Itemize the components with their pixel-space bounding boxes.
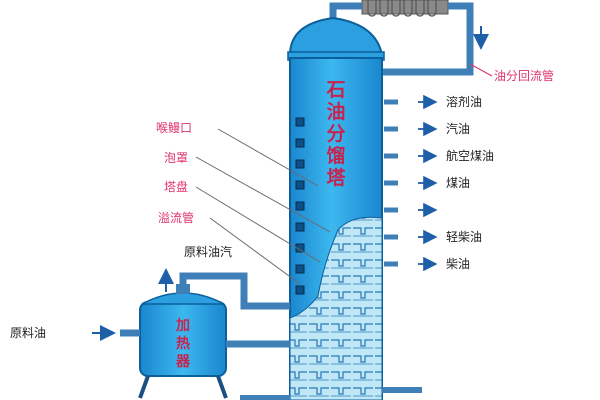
overflow-pipe-label: 溢流管 bbox=[158, 210, 194, 225]
tower-label-char: 油 bbox=[326, 101, 345, 123]
product-label: 柴油 bbox=[446, 257, 470, 271]
leader-lines bbox=[195, 128, 331, 285]
tower-label-char: 石 bbox=[325, 79, 345, 101]
condenser bbox=[361, 0, 449, 17]
crude-oil-label: 原料油 bbox=[10, 326, 46, 340]
product-label: 煤油 bbox=[446, 176, 470, 190]
product-label: 汽油 bbox=[446, 121, 470, 136]
manhole-square bbox=[295, 159, 305, 169]
product-label: 航空煤油 bbox=[446, 148, 494, 163]
crude-vapor-label: 原料油汽 bbox=[184, 244, 232, 259]
product-label: 溶剂油 bbox=[446, 94, 482, 109]
heater bbox=[138, 284, 228, 399]
manhole-column bbox=[295, 117, 305, 295]
reflux-pipe-label: 油分回流管 bbox=[494, 68, 554, 83]
manhole-square bbox=[295, 180, 305, 190]
heater-label-char: 加 bbox=[175, 318, 190, 334]
product-label: 轻柴油 bbox=[446, 230, 482, 244]
heater-label: 加热器 bbox=[175, 318, 191, 370]
manhole-square bbox=[295, 201, 305, 211]
manhole-label: 喉鳗口 bbox=[156, 121, 192, 135]
tower-label-char: 分 bbox=[326, 123, 345, 145]
tray-zone bbox=[289, 216, 383, 400]
manhole-square bbox=[295, 117, 305, 127]
manhole-square bbox=[295, 285, 305, 295]
bubble-cap-label: 泡罩 bbox=[164, 151, 188, 165]
distillation-tower bbox=[287, 16, 385, 400]
heater-vapor-pipe bbox=[179, 272, 290, 310]
heater-label-char: 热 bbox=[176, 335, 190, 352]
reflux-pipe bbox=[382, 2, 474, 76]
tower-label-char: 馏 bbox=[326, 145, 345, 167]
manhole-square bbox=[295, 264, 305, 274]
manhole-square bbox=[295, 138, 305, 148]
vapor-outlet-pipe bbox=[329, 2, 362, 20]
reflux-leader-line bbox=[469, 63, 493, 77]
tray-label: 塔盘 bbox=[164, 179, 188, 194]
tower-label-char: 塔 bbox=[326, 166, 346, 189]
heater-label-char: 器 bbox=[175, 354, 191, 370]
manhole-square bbox=[295, 222, 305, 232]
